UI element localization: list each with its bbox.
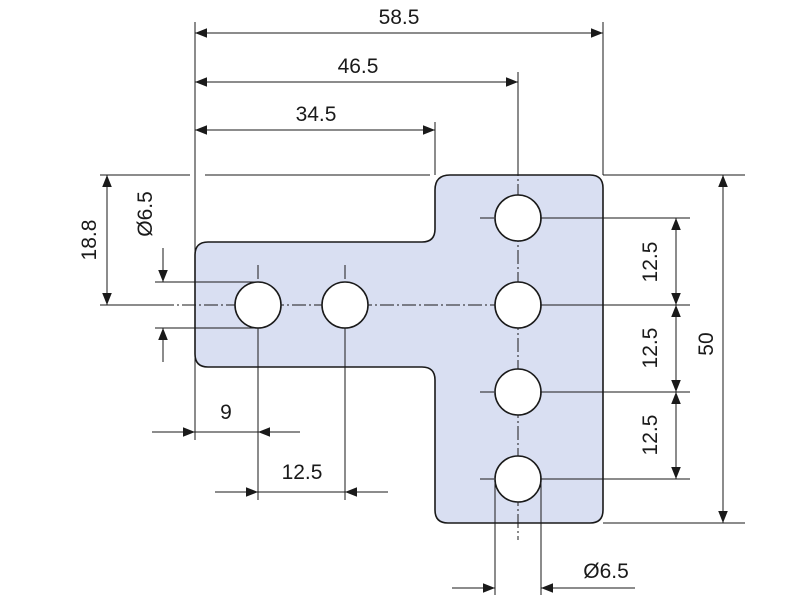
label-overall-height: 50 <box>695 332 718 355</box>
label-hole-diameter-bottom: Ø6.5 <box>583 560 629 583</box>
label-to-step: 34.5 <box>296 103 337 126</box>
label-hole-pitch-1: 12.5 <box>639 242 662 283</box>
plate-outline <box>194 174 604 524</box>
hole <box>234 281 282 329</box>
hole <box>321 281 369 329</box>
label-hole-pitch-3: 12.5 <box>639 415 662 456</box>
hole <box>494 281 542 329</box>
label-arm-height: 18.8 <box>78 220 101 261</box>
label-overall-width: 58.5 <box>379 6 420 29</box>
label-edge-to-hole: 9 <box>220 401 232 424</box>
hole <box>494 368 542 416</box>
label-hole-diameter-left: Ø6.5 <box>134 191 157 237</box>
label-hole-pitch-2: 12.5 <box>639 328 662 369</box>
hole <box>494 455 542 503</box>
label-hole-spacing: 12.5 <box>282 461 323 484</box>
hole <box>494 194 542 242</box>
label-to-hole-column: 46.5 <box>338 55 379 78</box>
